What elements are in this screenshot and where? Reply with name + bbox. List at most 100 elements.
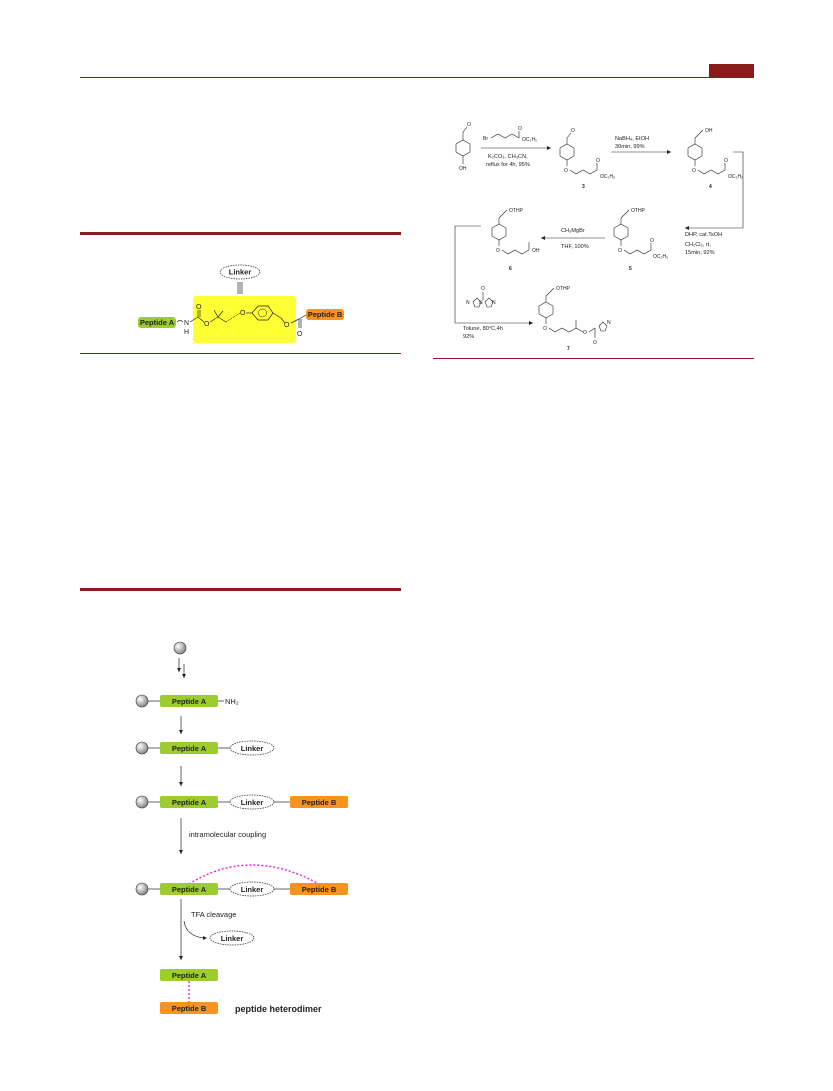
highlight-box	[193, 296, 296, 343]
c5-ester: OC₂H₅	[653, 254, 668, 260]
svg-text:O: O	[481, 286, 485, 292]
svg-text:N: N	[479, 300, 483, 306]
c6-oh: OH	[532, 248, 540, 254]
header-page-tab	[709, 64, 754, 78]
step2-conditions-a: NaBH₄, EtOH	[615, 136, 649, 142]
step4-conditions-b: THF, 100%	[561, 244, 589, 250]
step3-conditions-a: DHP, cat.TsOH	[685, 232, 722, 238]
starting-aldehyde: O OH	[455, 122, 471, 172]
resin-bead	[135, 694, 149, 708]
linker-label: Linker	[241, 744, 264, 753]
peptide-b-pill	[290, 883, 348, 895]
resin-bead	[135, 882, 149, 896]
compound-4: OH O O OC₂H₅ 4	[687, 128, 743, 190]
compound-7-number: 7	[567, 346, 570, 352]
svg-text:O: O	[564, 168, 568, 174]
linker-label: Linker	[221, 934, 244, 943]
carbonyl-o-1: O	[196, 304, 202, 311]
resin-bead	[135, 741, 149, 755]
peptide-b-label: Peptide B	[172, 1004, 207, 1013]
figure1-top-rule	[80, 232, 401, 235]
svg-text:O: O	[583, 330, 587, 336]
compound-4-number: 4	[709, 184, 712, 190]
peptide-a-pill	[160, 969, 218, 981]
linker-ellipse	[219, 264, 261, 280]
svg-text:O: O	[593, 340, 597, 346]
step3-conditions-c: 15min, 92%	[685, 250, 715, 256]
scheme-bottom-rule	[433, 358, 754, 359]
step2-conditions-b: 30min, 99%	[615, 144, 645, 150]
peptide-b-pill	[160, 1002, 218, 1014]
svg-text:O: O	[543, 326, 547, 332]
step5-conditions-b: 92%	[463, 334, 474, 340]
step-intramolecular-coupling: intramolecular coupling	[189, 830, 266, 839]
c4-oh: OH	[705, 128, 713, 134]
compound-7: OTHP O O O N 7	[538, 286, 611, 352]
reagent1-o: O	[518, 126, 522, 132]
compound-5: OTHP O O OC₂H₅ 5	[613, 208, 668, 272]
svg-text:N: N	[607, 320, 611, 326]
compound-5-number: 5	[629, 266, 632, 272]
compound-6-number: 6	[509, 266, 512, 272]
cdi-reagent: O N N N	[466, 286, 496, 308]
step1-conditions-a: K₂CO₃, CH₃CN,	[488, 154, 528, 160]
peptide-a-label: Peptide A	[172, 971, 207, 980]
n-atom: N	[184, 320, 189, 327]
peptide-a-label: Peptide A	[172, 744, 207, 753]
nh2-label: NH₂	[225, 697, 239, 706]
peptide-b-label: Peptide B	[308, 310, 343, 319]
step1-conditions-b: reflux for 4h, 95%	[486, 162, 530, 168]
resin-bead	[173, 641, 187, 655]
compound-3: O O O OC₂H₅ 3	[559, 128, 615, 190]
peptide-b-pill	[290, 796, 348, 808]
c3-ester: OC₂H₅	[600, 174, 615, 180]
figure2-top-rule	[80, 588, 401, 591]
peptide-a-pill	[138, 317, 176, 328]
peptide-a-label: Peptide A	[172, 697, 207, 706]
compound-3-number: 3	[582, 184, 585, 190]
step4-conditions-a: CH₃MgBr	[561, 228, 585, 234]
sm-o-label: O	[467, 122, 471, 128]
reagent1-ester: OC₂H₅	[522, 137, 537, 143]
peptide-b-label: Peptide B	[302, 798, 337, 807]
svg-text:O: O	[571, 128, 575, 134]
step5-conditions-a: Tolune, 80°C,4h	[463, 326, 503, 332]
h-atom: H	[184, 329, 189, 336]
c4-ester: OC₂H₅	[728, 174, 743, 180]
peptide-b-label: Peptide B	[302, 885, 337, 894]
c6-othp: OTHP	[509, 208, 524, 214]
peptide-a-label: Peptide A	[172, 798, 207, 807]
svg-text:O: O	[596, 158, 600, 164]
linker-ellipse	[229, 740, 275, 756]
ether-o: O	[240, 310, 246, 317]
synthesis-scheme: O OH Br O OC₂H₅ K₂CO₃, CH₃CN, reflux for…	[454, 122, 744, 352]
ester-o-1: O	[204, 321, 210, 328]
linker-label: Linker	[241, 885, 264, 894]
step3-conditions-b: CH₂Cl₂, rt,	[685, 242, 711, 248]
peptide-a-pill	[160, 742, 218, 754]
sm-oh-label: OH	[459, 166, 467, 172]
peptide-a-pill	[160, 883, 218, 895]
svg-text:O: O	[692, 168, 696, 174]
linker-ellipse	[209, 930, 255, 946]
product-label: peptide heterodimer	[235, 1004, 322, 1014]
svg-text:O: O	[650, 238, 654, 244]
peptide-a-label: Peptide A	[140, 318, 175, 327]
header-rule	[80, 77, 754, 78]
c5-othp: OTHP	[631, 208, 646, 214]
disulfide-link	[188, 864, 320, 885]
figure1-linker-structure: Linker Peptide A N H O O O O O Peptide B	[138, 264, 344, 343]
peptide-a-pill	[160, 796, 218, 808]
svg-text:N: N	[466, 300, 470, 306]
c7-othp: OTHP	[556, 286, 571, 292]
carbonyl-o-2: O	[297, 331, 303, 338]
step-tfa-cleavage: TFA cleavage	[191, 910, 236, 919]
svg-text:N: N	[492, 300, 496, 306]
svg-text:O: O	[618, 248, 622, 254]
svg-text:O: O	[724, 158, 728, 164]
linker-label: Linker	[229, 268, 252, 277]
reagent1-br: Br	[483, 136, 488, 142]
linker-label: Linker	[241, 798, 264, 807]
ester-o-2: O	[284, 322, 290, 329]
svg-text:O: O	[496, 248, 500, 254]
